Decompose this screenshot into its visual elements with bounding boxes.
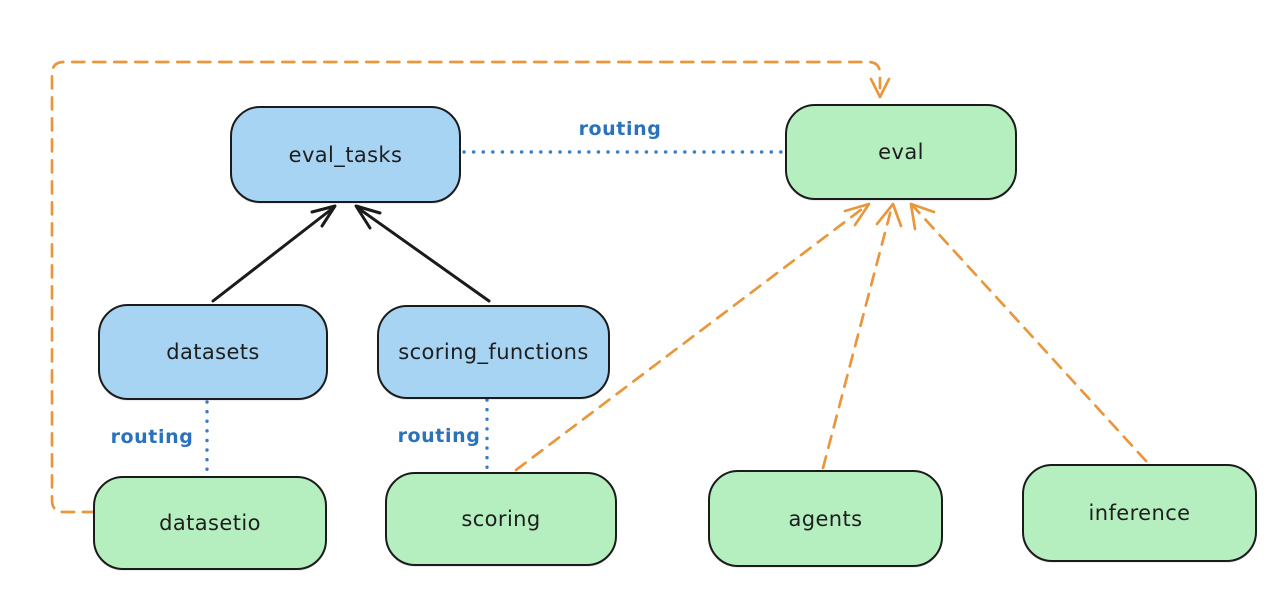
edge-inference-to-eval [911,204,1148,463]
edge-label-routing-top: routing [578,118,662,140]
node-eval-tasks-label: eval_tasks [288,142,403,167]
arrowhead-agents-to-eval [875,202,903,228]
arrowhead-datasets-to-eval-tasks [310,204,337,228]
node-scoring-functions-label: scoring_functions [398,340,589,364]
node-datasets-label: datasets [166,340,260,364]
edge-datasetio-to-eval [50,60,882,514]
arrowhead-datasetio-to-eval [869,77,891,99]
node-scoring-functions: scoring_functions [377,305,610,399]
edge-scoring-functions-to-eval-tasks [356,206,491,303]
node-eval-label: eval [878,140,924,164]
node-scoring-label: scoring [461,507,541,531]
edge-datasets-to-eval-tasks [211,206,335,303]
edge-label-routing-datasets: routing [110,426,194,448]
edge-agents-to-eval [821,204,894,470]
arrowhead-scoring-functions-to-eval-tasks [354,204,382,230]
node-scoring: scoring [385,472,617,566]
edge-label-routing-scoring-functions: routing [397,425,481,447]
node-datasetio-label: datasetio [159,511,261,535]
node-eval: eval [785,104,1017,200]
arrowhead-scoring-to-eval [843,202,871,227]
node-datasets: datasets [98,304,328,400]
node-eval-tasks: eval_tasks [230,106,461,203]
node-datasetio: datasetio [93,476,327,570]
node-agents-label: agents [788,506,863,531]
node-inference-label: inference [1088,501,1191,525]
node-agents: agents [708,470,943,567]
arrowhead-inference-to-eval [909,202,936,231]
edge-scoring-to-eval [514,204,868,472]
node-inference: inference [1022,464,1257,562]
